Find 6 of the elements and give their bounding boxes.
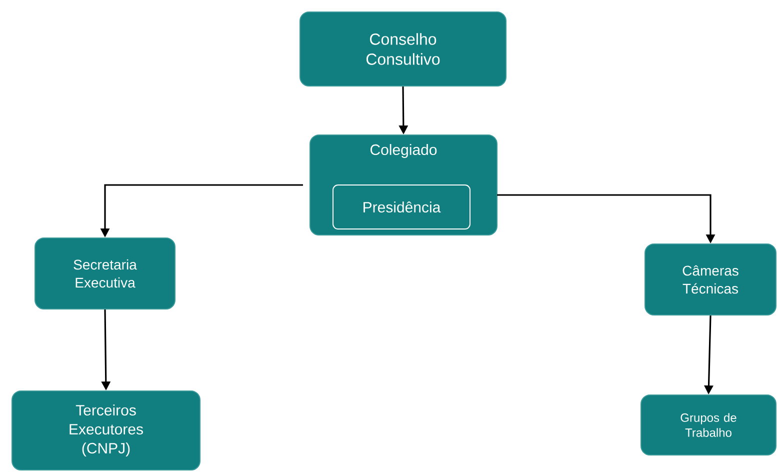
process-box: Grupos de Trabalho xyxy=(640,394,776,456)
process-box: Terceiros Executores (CNPJ) xyxy=(12,390,200,470)
process-box: Conselho Consultivo xyxy=(300,12,506,86)
process-box: Câmeras Técnicas xyxy=(644,244,776,316)
process-box: Secretaria Executiva xyxy=(34,238,176,310)
inner-box: Presidência xyxy=(332,184,470,230)
